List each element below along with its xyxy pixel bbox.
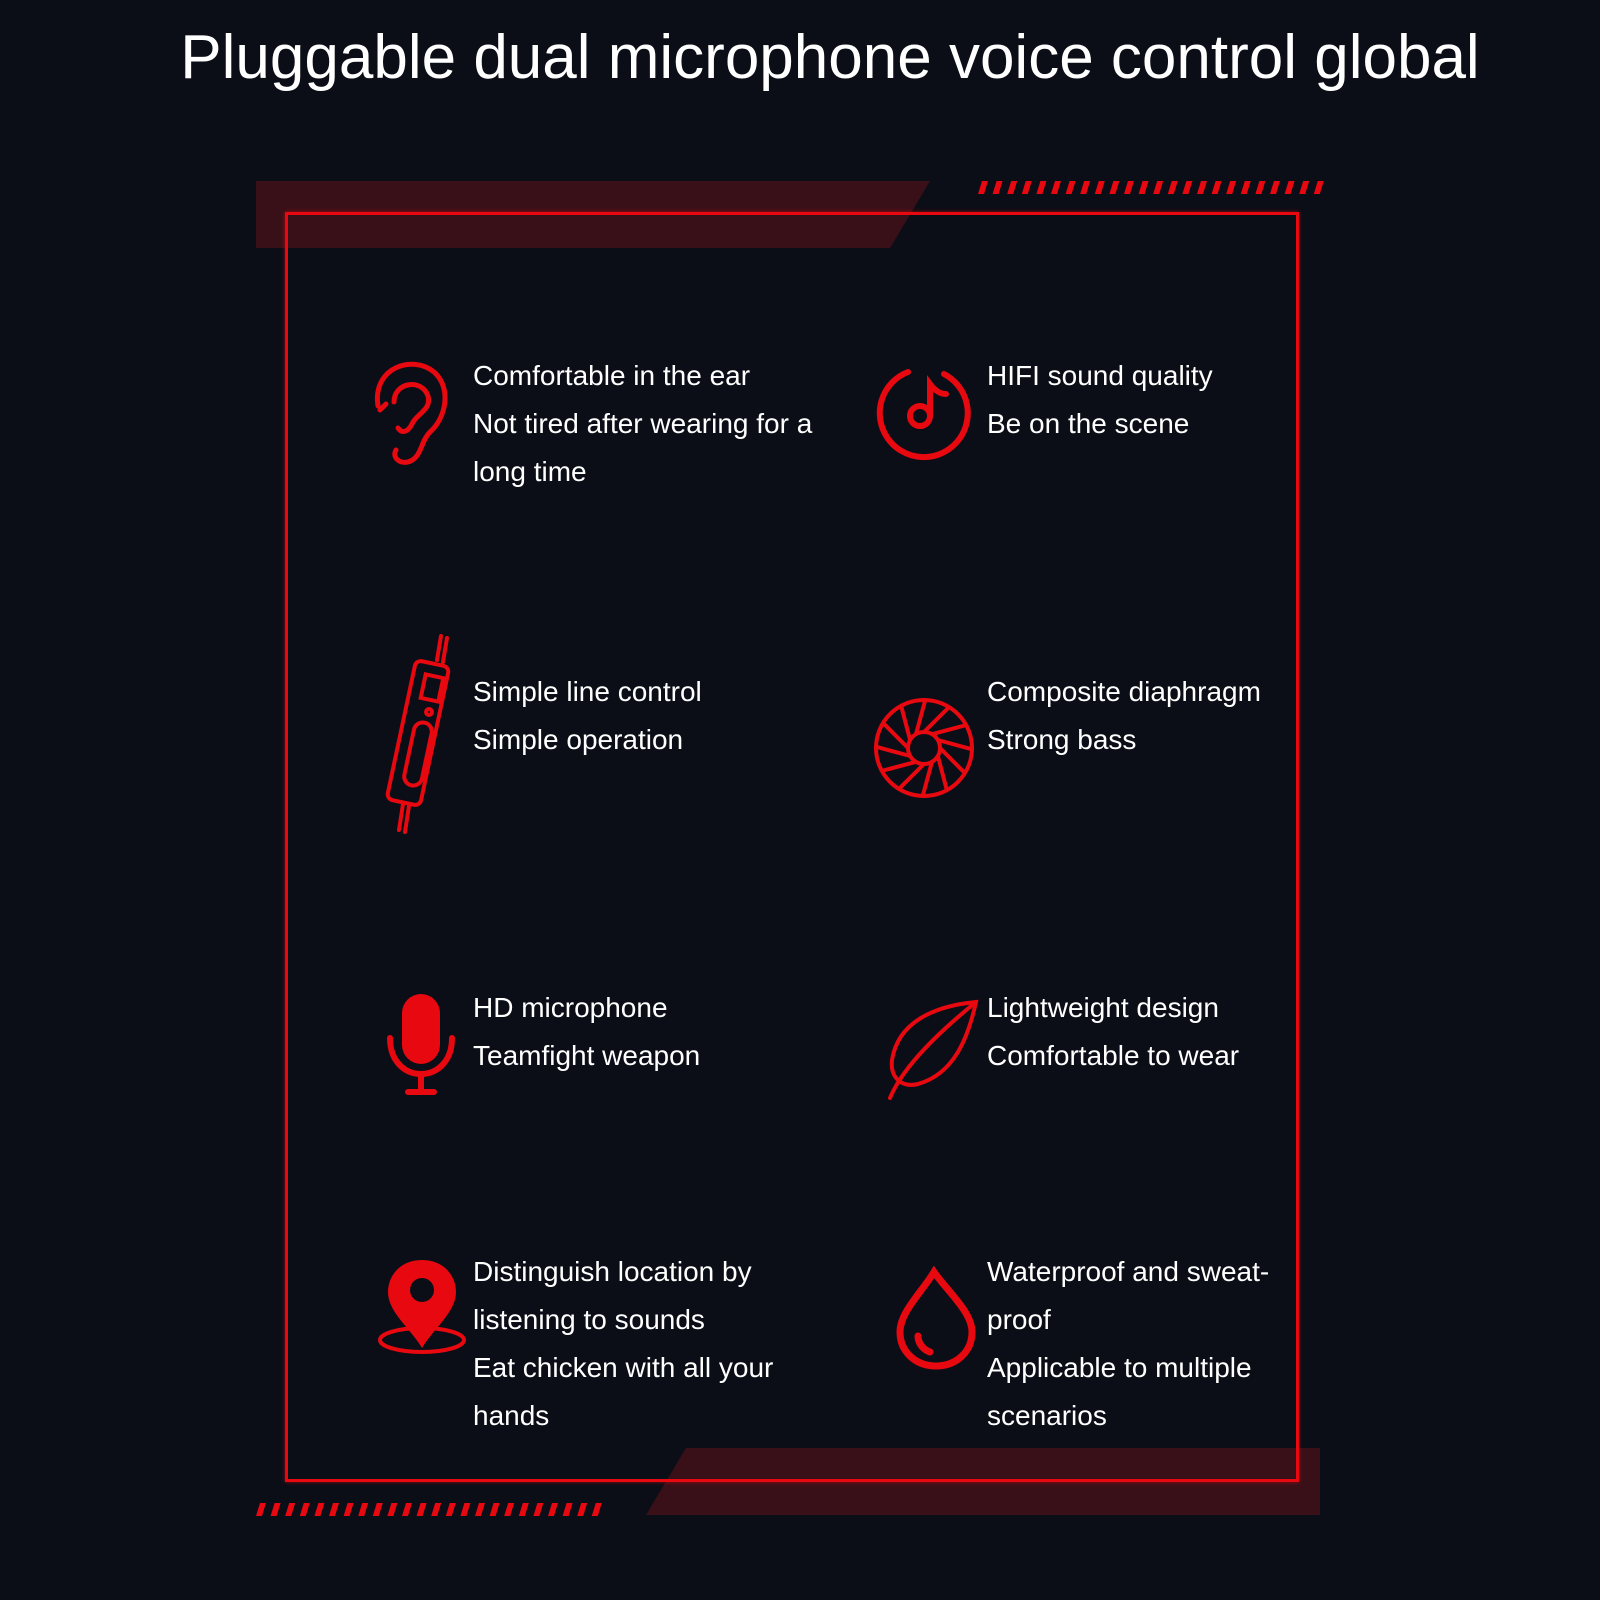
stripe [1080, 181, 1091, 194]
page-title: Pluggable dual microphone voice control … [180, 23, 1480, 92]
stripe [1036, 181, 1047, 194]
stripe [416, 1503, 427, 1516]
feature-line: Lightweight design [987, 992, 1219, 1023]
feature-line: Not tired after wearing for a [473, 408, 813, 439]
stripe [329, 1503, 339, 1516]
stripe [533, 1503, 544, 1516]
inline-remote-icon [385, 634, 451, 834]
stripe [475, 1503, 485, 1516]
stripe [992, 181, 1003, 194]
feature-line: Teamfight weapon [473, 1040, 701, 1071]
stripe [548, 1503, 558, 1516]
feature-line: listening to sounds [473, 1304, 705, 1335]
ear-icon [374, 361, 448, 465]
stripe [372, 1503, 383, 1516]
stripe [256, 1503, 266, 1516]
stripe [1182, 181, 1193, 194]
stripe [1313, 181, 1324, 194]
stripe [1226, 181, 1237, 194]
feature-line: Distinguish location by [473, 1256, 752, 1287]
stripe [1109, 181, 1120, 194]
stripe [431, 1503, 442, 1516]
stripe [1153, 181, 1164, 194]
stripe [1197, 181, 1207, 194]
music-note-icon [876, 369, 971, 461]
stripe [299, 1503, 310, 1516]
feature-line: proof [987, 1304, 1051, 1335]
feature-line: Comfortable to wear [987, 1040, 1240, 1071]
stripe [978, 181, 988, 194]
leaf-icon [888, 999, 979, 1100]
feature-line: Waterproof and sweat- [987, 1256, 1270, 1287]
stripe [270, 1503, 281, 1516]
feature-line: scenarios [987, 1400, 1107, 1431]
stripe [489, 1503, 500, 1516]
feature-line: Applicable to multiple [987, 1352, 1252, 1383]
stripe [562, 1503, 573, 1516]
stripe [1270, 181, 1280, 194]
microphone-icon [387, 994, 455, 1095]
stripe [1051, 181, 1061, 194]
feature-line: Composite diaphragm [987, 676, 1261, 707]
feature-line: long time [473, 456, 587, 487]
feature-line: hands [473, 1400, 550, 1431]
feature-line: HD microphone [473, 992, 668, 1023]
stripe [1138, 181, 1149, 194]
stripe [387, 1503, 398, 1516]
stripe [1124, 181, 1134, 194]
diaphragm-icon [874, 698, 974, 798]
bottom-stripes [256, 1503, 602, 1516]
feature-line: Be on the scene [987, 408, 1190, 439]
stripe [1284, 181, 1295, 194]
stripe [358, 1503, 369, 1516]
stripe [1065, 181, 1076, 194]
stripe [1094, 181, 1105, 194]
stripe [343, 1503, 354, 1516]
stripe [504, 1503, 515, 1516]
stripe [460, 1503, 471, 1516]
feature-line: Strong bass [987, 724, 1137, 755]
top-stripes [978, 181, 1324, 194]
stripe [591, 1503, 602, 1516]
feature-line: Simple line control [473, 676, 702, 707]
stripe [577, 1503, 588, 1516]
feature-line: HIFI sound quality [987, 360, 1213, 391]
feature-line: Comfortable in the ear [473, 360, 751, 391]
stripe [1255, 181, 1266, 194]
feature-line: Eat chicken with all your [473, 1352, 774, 1383]
stripe [402, 1503, 412, 1516]
feature-line: Simple operation [473, 724, 684, 755]
stripe [1299, 181, 1310, 194]
stripe [1211, 181, 1222, 194]
water-drop-icon [896, 1266, 976, 1370]
stripe [314, 1503, 325, 1516]
stripe [1021, 181, 1032, 194]
stripe [445, 1503, 456, 1516]
stripe [1167, 181, 1178, 194]
stripe [518, 1503, 529, 1516]
stripe [1007, 181, 1018, 194]
stripe [1240, 181, 1251, 194]
stripe [285, 1503, 296, 1516]
feature-frame [285, 212, 1299, 1482]
location-pin-icon [378, 1260, 466, 1354]
